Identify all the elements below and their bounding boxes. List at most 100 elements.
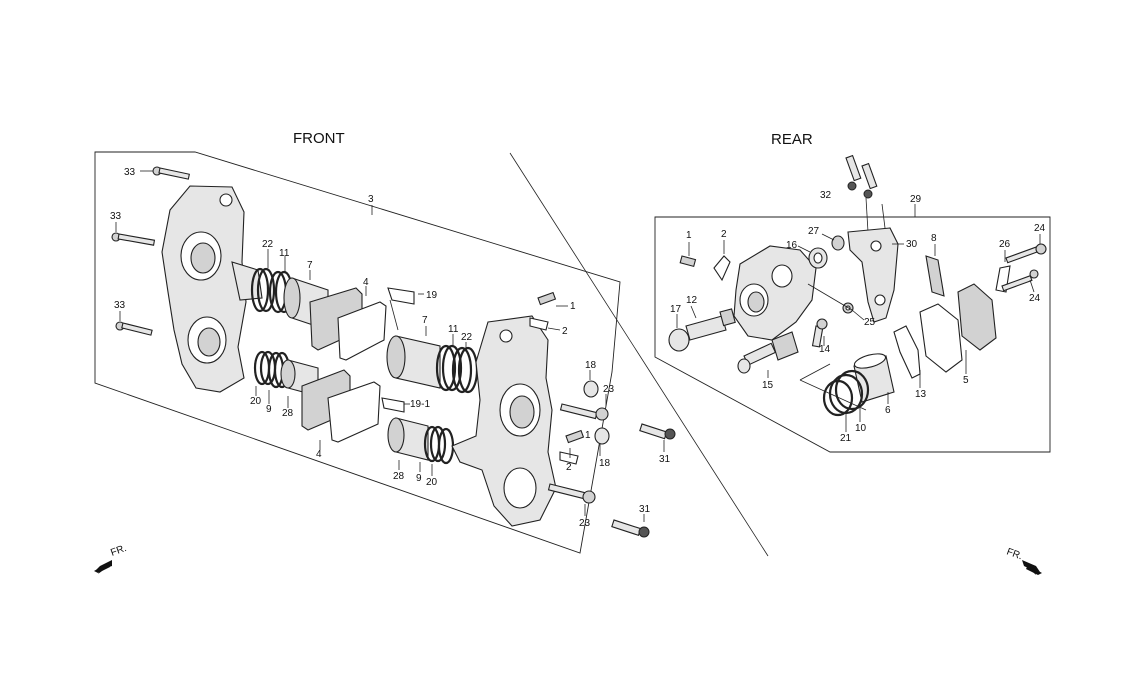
front-assembly-frame [94, 151, 621, 554]
front-label-11-upper: 11 [279, 248, 290, 259]
front-bolt-33-middle [111, 222, 156, 246]
front-label-7-right: 7 [422, 315, 428, 326]
rear-label-13: 13 [915, 389, 927, 400]
rear-label-25: 25 [864, 317, 876, 328]
front-label-18-lower: 18 [599, 458, 611, 469]
rear-boot-16 [808, 247, 828, 269]
rear-assembly-frame [654, 216, 1051, 453]
front-label-28-lower: 28 [282, 408, 294, 419]
front-label-2-lower: 2 [566, 462, 572, 473]
rear-brake-pad-5 [919, 283, 997, 373]
rear-label-17: 17 [670, 304, 682, 315]
front-label-9-lower: 9 [266, 404, 272, 415]
front-bolt-31-lower [611, 519, 650, 538]
rear-pad-retainer-13 [893, 325, 921, 379]
rear-caliper-body [733, 245, 817, 341]
forward-arrow-right-icon [1022, 560, 1042, 575]
front-label-4-upper: 4 [363, 277, 369, 288]
rear-pin-14 [811, 318, 828, 348]
front-brake-pad-4-lower [301, 369, 381, 443]
rear-label-21: 21 [840, 433, 852, 444]
front-piston-seal-22-upper [250, 267, 276, 313]
forward-arrow-right-label: FR. [1005, 546, 1024, 562]
front-label-9-right: 9 [416, 473, 422, 484]
front-label-31-lower: 31 [639, 504, 651, 515]
front-pin-23-lower [547, 483, 596, 504]
rear-boot-27 [831, 235, 845, 251]
rear-label-10: 10 [855, 423, 867, 434]
front-piston-seal-22-right [451, 346, 479, 394]
front-label-18-upper: 18 [585, 360, 597, 371]
front-label-31-upper: 31 [659, 454, 671, 465]
rear-bleeder-1 [679, 255, 697, 268]
front-label-22-upper: 22 [262, 239, 274, 250]
front-leader-lines [255, 205, 665, 522]
front-caliper-body-right [451, 315, 557, 527]
rear-caliper-bracket-30 [847, 227, 899, 323]
rear-label-5: 5 [963, 375, 969, 386]
front-pin-18-lower [594, 427, 610, 445]
rear-title: REAR [771, 131, 813, 148]
front-label-2-upper: 2 [562, 326, 568, 337]
front-piston-7-right [386, 335, 441, 389]
front-bleeder-1-2-lower [559, 429, 585, 465]
rear-bleeder-cap-2 [713, 255, 731, 282]
rear-label-6: 6 [885, 405, 891, 416]
front-title: FRONT [293, 130, 345, 147]
front-label-4-lower: 4 [316, 449, 322, 460]
rear-label-8: 8 [931, 233, 937, 244]
rear-piston-6 [853, 353, 895, 403]
front-label-7-upper: 7 [307, 260, 313, 271]
front-label-19: 19 [426, 290, 438, 301]
rear-label-30: 30 [906, 239, 918, 250]
rear-label-32: 32 [820, 190, 832, 201]
rear-pad-spring-8 [925, 255, 945, 297]
rear-label-15: 15 [762, 380, 774, 391]
front-caliper-body-left [161, 185, 263, 393]
front-dust-seal-11-right [435, 344, 463, 392]
rear-label-26: 26 [999, 239, 1011, 250]
front-brake-pad-4-upper [309, 287, 387, 361]
rear-label-24-upper: 24 [1034, 223, 1046, 234]
front-label-22-right: 22 [461, 332, 473, 343]
rear-label-16: 16 [786, 240, 798, 251]
front-label-19-1: 19-1 [410, 399, 430, 410]
front-label-20-lower: 20 [250, 396, 262, 407]
front-label-20-right: 20 [426, 477, 438, 488]
rear-label-2: 2 [721, 229, 727, 240]
front-bolt-31-upper [639, 423, 676, 440]
front-pin-18-upper [583, 380, 599, 398]
front-label-33-bottom: 33 [114, 300, 126, 311]
rear-slide-pin-12 [685, 308, 736, 341]
rear-leader-lines [676, 204, 1041, 432]
rear-pad-pin-24-upper [1005, 243, 1047, 264]
rear-bolt-32 [845, 154, 887, 237]
rear-label-1: 1 [686, 230, 692, 241]
rear-slide-bolt-15 [737, 331, 799, 374]
section-divider-line [509, 152, 769, 557]
front-label-3: 3 [368, 194, 374, 205]
rear-piston-seal-21 [822, 379, 854, 417]
rear-label-14: 14 [819, 344, 831, 355]
rear-label-24-lower: 24 [1029, 293, 1041, 304]
rear-pad-pin-24-lower [1001, 269, 1039, 292]
front-bolt-33-bottom [115, 311, 153, 336]
front-label-33-middle: 33 [110, 211, 122, 222]
front-bleeder-1-2-upper [529, 291, 557, 331]
front-label-1-upper: 1 [570, 301, 576, 312]
forward-arrow-left-icon [94, 560, 112, 574]
rear-boot-17 [668, 328, 690, 352]
front-label-11-right: 11 [448, 324, 459, 335]
front-pad-spring-19 [387, 287, 415, 331]
forward-arrow-left-label: FR. [109, 543, 128, 559]
front-label-1-lower: 1 [585, 430, 591, 441]
front-bolt-33-top [140, 166, 190, 180]
front-label-23-lower: 23 [579, 518, 591, 529]
front-pad-spring-19-1 [381, 397, 405, 413]
front-label-28-right: 28 [393, 471, 405, 482]
rear-label-29: 29 [910, 194, 922, 205]
rear-label-12: 12 [686, 295, 698, 306]
front-label-33-top: 33 [124, 167, 136, 178]
rear-label-27: 27 [808, 226, 820, 237]
front-piston-28-right [387, 417, 429, 461]
